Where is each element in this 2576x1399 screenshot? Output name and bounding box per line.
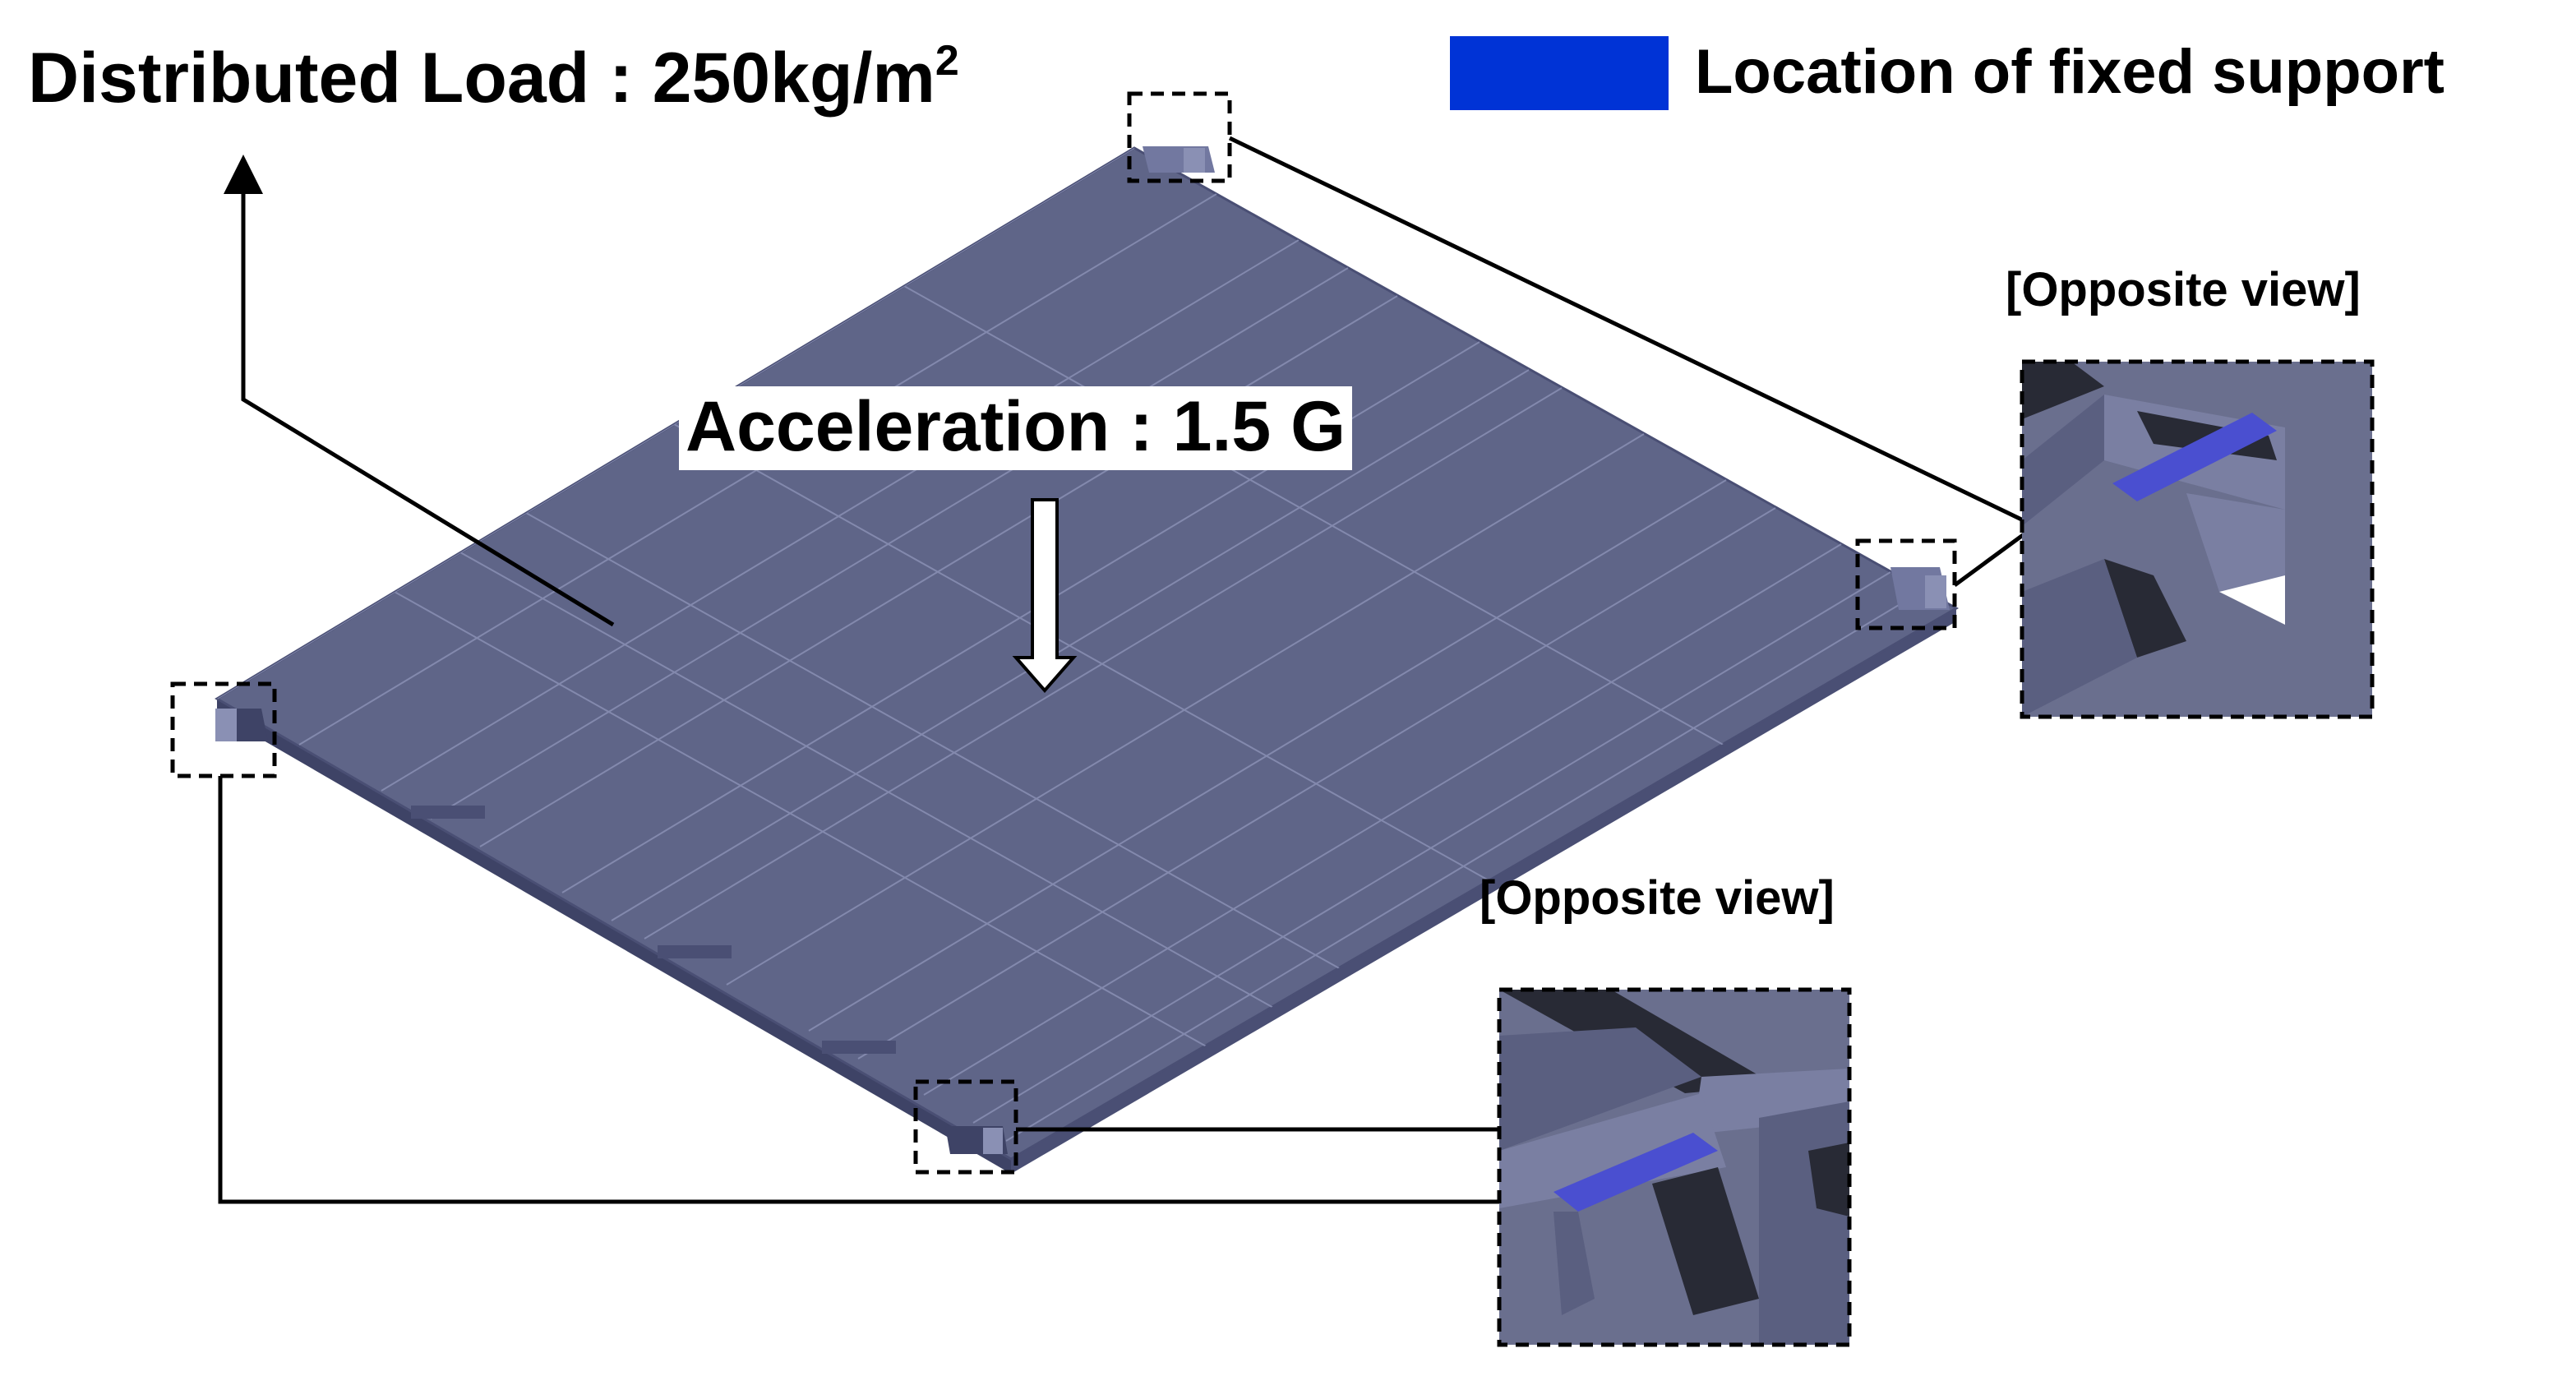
- acceleration-label: Acceleration : 1.5 G: [679, 386, 1352, 470]
- plate-panel-lines: [217, 148, 1924, 1142]
- detail-view-2: [1497, 987, 1852, 1347]
- opposite-view-label-bottom: [Opposite view]: [1480, 871, 1835, 925]
- load-pointer-line: [241, 189, 615, 627]
- leader-left-to-detail2: [218, 776, 1499, 1204]
- highlight-box-bottom: [913, 1079, 1018, 1175]
- corner-support-right: [1890, 567, 1950, 610]
- corner-support-bottom: [945, 1126, 1008, 1154]
- leader-top-to-detail1: [1228, 136, 2037, 529]
- corner-support-left: [215, 709, 268, 741]
- highlight-box-top: [1127, 91, 1232, 183]
- fixed-support-highlight-1: [2112, 413, 2277, 501]
- detail-view-1-frame: [2020, 359, 2375, 719]
- distributed-load-exponent: 2: [935, 37, 959, 85]
- floor-plate: [215, 146, 1960, 1174]
- distributed-load-label: Distributed Load : 250kg/m2: [28, 39, 959, 113]
- detail-view-1: [2020, 359, 2375, 719]
- corner-support-top: [1143, 146, 1215, 173]
- leader-right-to-detail1: [1953, 524, 2037, 588]
- highlight-box-left: [170, 681, 277, 778]
- distributed-load-text: Distributed Load : 250kg/m: [28, 39, 935, 118]
- detail-view-2-frame: [1497, 987, 1852, 1347]
- fixed-support-highlight-2: [1553, 1133, 1718, 1212]
- plate-underside-beams: [411, 806, 896, 1054]
- leader-lines: [218, 136, 2037, 1204]
- fixed-support-legend-label: Location of fixed support: [1695, 37, 2444, 107]
- opposite-view-label-top: [Opposite view]: [2006, 263, 2361, 316]
- acceleration-arrow: [1012, 498, 1078, 694]
- fixed-support-legend-swatch: [1450, 36, 1669, 110]
- plate-side-right: [1011, 608, 1956, 1174]
- load-arrowhead: [224, 155, 263, 194]
